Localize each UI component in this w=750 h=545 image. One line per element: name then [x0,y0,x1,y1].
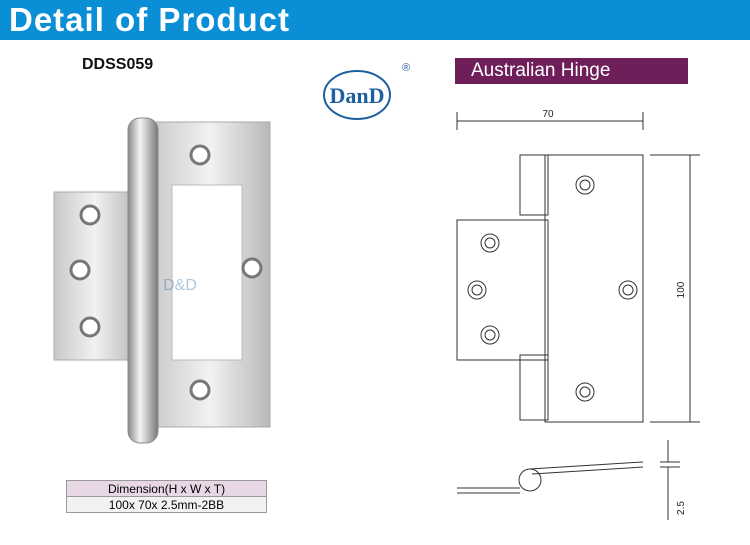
page-title: Detail of Product [9,1,291,38]
svg-text:DanD: DanD [329,83,384,108]
registered-mark: ® [402,62,411,74]
model-number: DDSS059 [82,56,154,73]
height-dimension: 100 [676,281,687,298]
width-dimension: 70 [542,109,554,120]
spec-header: Dimension(H x W x T) [66,480,267,497]
brand-logo: DanD [323,70,391,120]
hinge-knuckle [127,117,159,444]
hinge-left-leaf [53,191,137,361]
spec-value: 100x 70x 2.5mm-2BB [66,496,267,513]
spec-table: Dimension(H x W x T) 100x 70x 2.5mm-2BB [66,480,267,513]
hinge-right-leaf [149,121,271,428]
product-type-banner: Australian Hinge [455,58,688,84]
header-bar: Detail of Product [0,0,750,40]
svg-text:D&D: D&D [163,277,197,294]
thickness-dimension: 2.5 [676,501,687,515]
